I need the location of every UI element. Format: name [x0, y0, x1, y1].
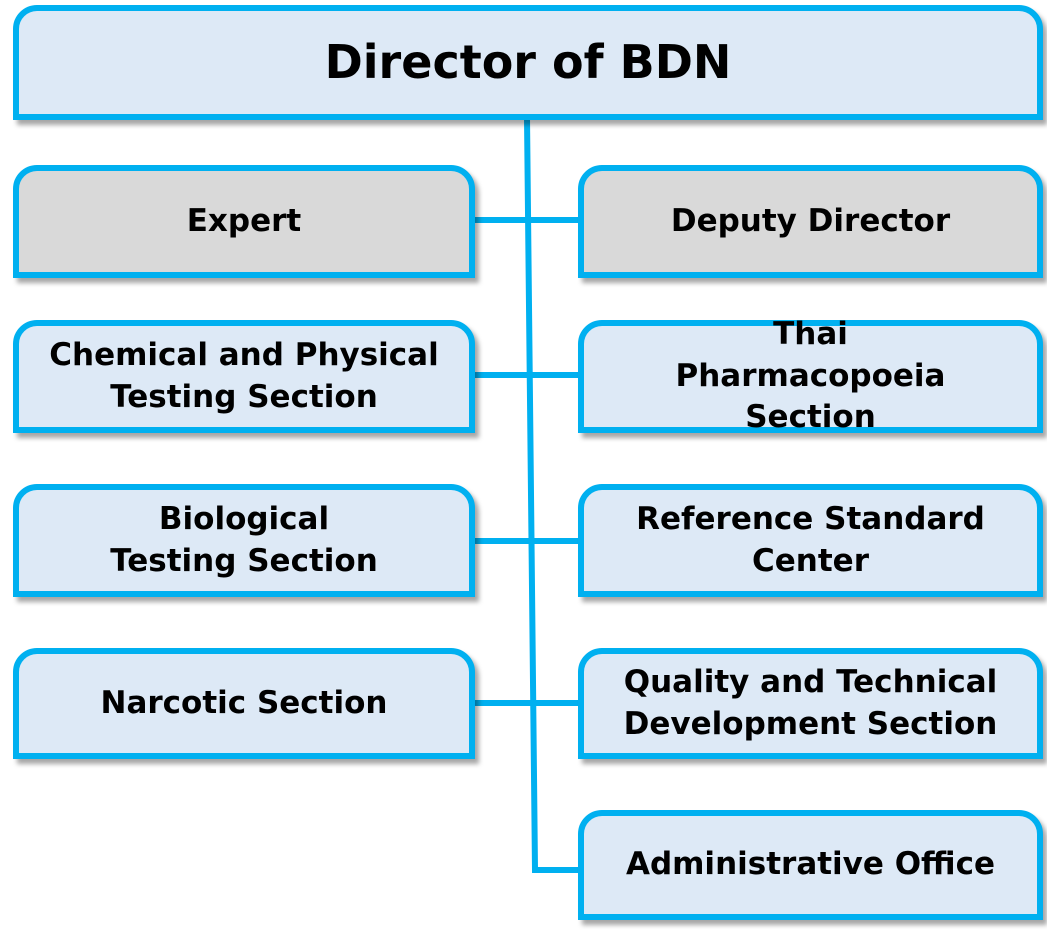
deputy-director-box: Deputy Director	[578, 165, 1043, 278]
biological-testing-box: Biological Testing Section	[13, 484, 475, 597]
expert-box: Expert	[13, 165, 475, 278]
thai-pharmacopoeia-box: Thai Pharmacopoeia Section	[578, 316, 1043, 435]
quality-technical-development-box: Quality and Technical Development Sectio…	[578, 648, 1043, 759]
reference-standard-center-box: Reference Standard Center	[578, 484, 1043, 597]
administrative-office-box: Administrative Office	[578, 810, 1043, 920]
director-box: Director of BDN	[13, 5, 1043, 120]
trunk-line	[524, 117, 582, 873]
narcotic-section-box: Narcotic Section	[13, 648, 475, 759]
chemical-physical-testing-box: Chemical and Physical Testing Section	[13, 320, 475, 433]
